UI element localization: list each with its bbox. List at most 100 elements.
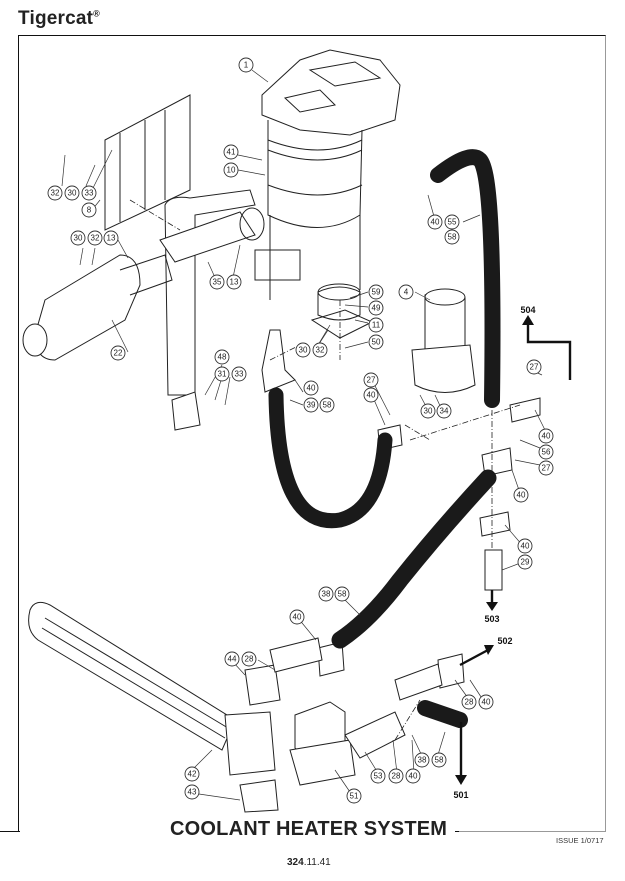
callout-11: 11 bbox=[368, 317, 384, 333]
svg-text:49: 49 bbox=[372, 304, 381, 313]
svg-text:32: 32 bbox=[91, 234, 100, 243]
callout-30: 30 bbox=[64, 185, 80, 201]
svg-text:33: 33 bbox=[85, 189, 94, 198]
callout-58: 58 bbox=[444, 229, 460, 245]
svg-text:58: 58 bbox=[338, 590, 347, 599]
callout-28: 28 bbox=[241, 651, 257, 667]
callout-32: 32 bbox=[87, 230, 103, 246]
callout-27: 27 bbox=[363, 372, 379, 388]
svg-text:30: 30 bbox=[299, 346, 308, 355]
svg-text:40: 40 bbox=[409, 772, 418, 781]
callout-38: 38 bbox=[318, 586, 334, 602]
svg-text:56: 56 bbox=[542, 448, 551, 457]
solenoid-valve-drawing bbox=[289, 701, 356, 786]
callout-58: 58 bbox=[431, 752, 447, 768]
callout-40: 40 bbox=[303, 380, 319, 396]
callout-40: 40 bbox=[538, 428, 554, 444]
callout-41: 41 bbox=[223, 144, 239, 160]
callout-44: 44 bbox=[224, 651, 240, 667]
page-number-suffix: .11.41 bbox=[303, 857, 331, 868]
callout-30: 30 bbox=[420, 403, 436, 419]
svg-text:40: 40 bbox=[367, 391, 376, 400]
callout-30: 30 bbox=[70, 230, 86, 246]
reference-503: 503 bbox=[484, 614, 499, 624]
svg-text:13: 13 bbox=[107, 234, 116, 243]
svg-text:40: 40 bbox=[542, 432, 551, 441]
callout-31: 31 bbox=[214, 366, 230, 382]
callout-1: 1 bbox=[238, 57, 254, 73]
svg-text:29: 29 bbox=[521, 558, 530, 567]
callout-51: 51 bbox=[346, 788, 362, 804]
callout-10: 10 bbox=[223, 162, 239, 178]
svg-text:40: 40 bbox=[293, 613, 302, 622]
callout-27: 27 bbox=[526, 359, 542, 375]
heater-unit-drawing bbox=[254, 49, 401, 300]
callout-50: 50 bbox=[368, 334, 384, 350]
svg-text:42: 42 bbox=[188, 770, 197, 779]
svg-text:32: 32 bbox=[51, 189, 60, 198]
svg-text:38: 38 bbox=[322, 590, 331, 599]
callout-30: 30 bbox=[295, 342, 311, 358]
callouts: 1 41 10 32 30 33 8 30 32 13 35 13 22 40 … bbox=[47, 57, 554, 804]
callout-38: 38 bbox=[414, 752, 430, 768]
svg-text:31: 31 bbox=[218, 370, 227, 379]
svg-text:30: 30 bbox=[424, 407, 433, 416]
svg-text:27: 27 bbox=[367, 376, 376, 385]
callout-42: 42 bbox=[184, 766, 200, 782]
svg-text:30: 30 bbox=[68, 189, 77, 198]
callout-40: 40 bbox=[513, 487, 529, 503]
hose-55 bbox=[430, 149, 501, 408]
registered-mark: ® bbox=[93, 8, 101, 19]
diagram-frame bbox=[18, 35, 606, 832]
callout-55: 55 bbox=[444, 214, 460, 230]
svg-text:40: 40 bbox=[431, 218, 440, 227]
svg-text:28: 28 bbox=[465, 698, 474, 707]
reference-labels: 504 503 502 501 bbox=[453, 305, 535, 800]
callout-39: 39 bbox=[303, 397, 319, 413]
callout-34: 34 bbox=[436, 403, 452, 419]
callout-49: 49 bbox=[368, 300, 384, 316]
brand-name: Tigercat bbox=[18, 8, 94, 29]
callout-8: 8 bbox=[81, 202, 97, 218]
svg-text:4: 4 bbox=[404, 288, 409, 297]
svg-text:10: 10 bbox=[227, 166, 236, 175]
svg-text:53: 53 bbox=[374, 772, 383, 781]
reference-arrows bbox=[459, 325, 572, 776]
reference-502: 502 bbox=[497, 636, 512, 646]
callout-13: 13 bbox=[103, 230, 119, 246]
frame-bottom-rule-left bbox=[0, 831, 20, 832]
callout-4: 4 bbox=[398, 284, 414, 300]
callout-28: 28 bbox=[461, 694, 477, 710]
svg-text:28: 28 bbox=[245, 655, 254, 664]
callout-32: 32 bbox=[47, 185, 63, 201]
hoses bbox=[268, 149, 501, 728]
svg-text:38: 38 bbox=[418, 756, 427, 765]
svg-text:27: 27 bbox=[530, 363, 539, 372]
callout-56: 56 bbox=[538, 444, 554, 460]
page-number-section: 324 bbox=[287, 857, 304, 868]
callout-40: 40 bbox=[517, 538, 533, 554]
svg-text:8: 8 bbox=[87, 206, 92, 215]
hose-39 bbox=[268, 387, 393, 529]
callout-40: 40 bbox=[363, 387, 379, 403]
svg-text:35: 35 bbox=[213, 278, 222, 287]
svg-text:30: 30 bbox=[74, 234, 83, 243]
svg-text:50: 50 bbox=[372, 338, 381, 347]
svg-text:59: 59 bbox=[372, 288, 381, 297]
svg-text:48: 48 bbox=[218, 353, 227, 362]
page-number: 324.11.41 bbox=[287, 857, 331, 868]
reference-504: 504 bbox=[520, 305, 535, 315]
svg-text:33: 33 bbox=[235, 370, 244, 379]
callout-35: 35 bbox=[209, 274, 225, 290]
diagram-title: COOLANT HEATER SYSTEM bbox=[170, 818, 448, 840]
svg-text:22: 22 bbox=[114, 349, 123, 358]
svg-text:32: 32 bbox=[316, 346, 325, 355]
callout-22: 22 bbox=[110, 345, 126, 361]
svg-text:40: 40 bbox=[307, 384, 316, 393]
callout-40: 40 bbox=[427, 214, 443, 230]
svg-text:55: 55 bbox=[448, 218, 457, 227]
svg-text:41: 41 bbox=[227, 148, 236, 157]
svg-text:28: 28 bbox=[392, 772, 401, 781]
svg-text:11: 11 bbox=[372, 321, 381, 330]
svg-text:27: 27 bbox=[542, 464, 551, 473]
